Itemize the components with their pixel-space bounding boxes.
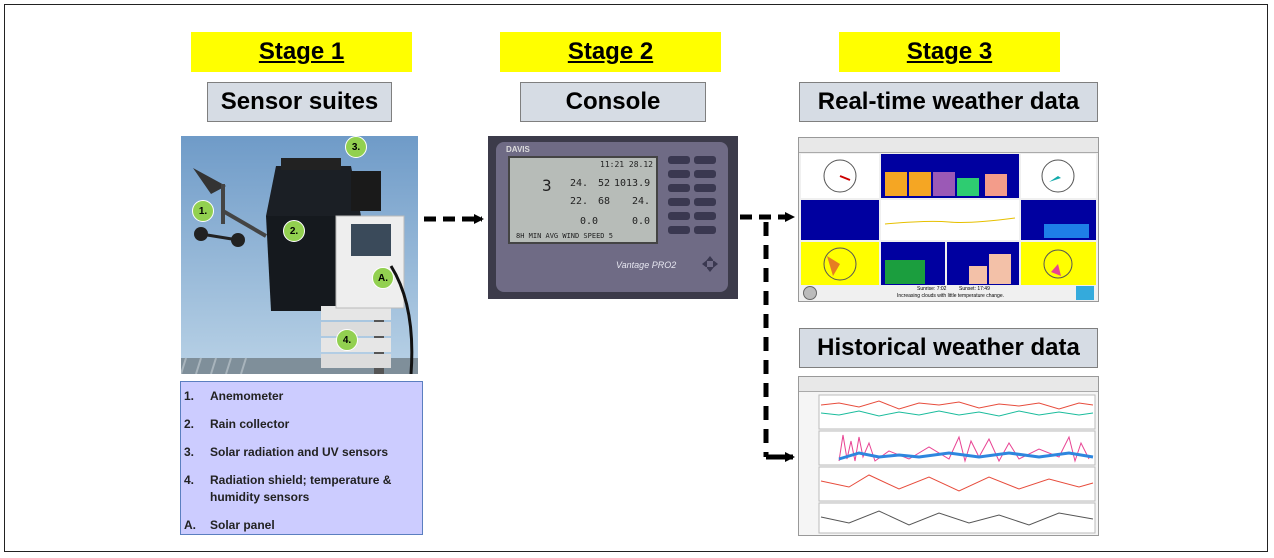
lcd-forecast-number: 3 bbox=[542, 176, 552, 195]
historical-label: Historical weather data bbox=[799, 328, 1098, 368]
console-button bbox=[694, 212, 716, 220]
historical-plots bbox=[818, 394, 1096, 534]
console-model: Vantage PRO2 bbox=[616, 260, 677, 270]
sensor-suite-photo: 1. 2. 3. 4. A. bbox=[181, 136, 418, 374]
realtime-label: Real-time weather data bbox=[799, 82, 1098, 122]
console-lcd: 11:21 28.12 3 24. 52 1013.9 22. 68 24. 0… bbox=[508, 156, 658, 244]
lcd-pressure: 1013.9 bbox=[614, 178, 651, 189]
sensor-suites-label: Sensor suites bbox=[207, 82, 392, 122]
weather-icon bbox=[1076, 286, 1094, 300]
lcd-rain-2: 0.0 bbox=[632, 216, 651, 227]
lcd-temp-out: 24. bbox=[570, 178, 589, 189]
console-button bbox=[694, 184, 716, 192]
historical-toolbar bbox=[799, 377, 1098, 392]
legend-num: A. bbox=[184, 518, 196, 532]
lcd-time: 11:21 28.12 bbox=[600, 160, 653, 169]
console-button bbox=[668, 198, 690, 206]
moon-icon bbox=[803, 286, 817, 300]
forecast-text: Increasing clouds with little temperatur… bbox=[897, 293, 1005, 299]
console-button bbox=[694, 156, 716, 164]
lcd-humidity: 52 bbox=[598, 178, 611, 189]
legend-num: 3. bbox=[184, 445, 195, 459]
legend-text: Solar radiation and UV sensors bbox=[210, 445, 389, 459]
legend-item: 4. Radiation shield; temperature & humidi… bbox=[181, 472, 422, 506]
realtime-toolbar bbox=[799, 138, 1098, 153]
legend-item: 3. Solar radiation and UV sensors bbox=[181, 444, 422, 461]
console-button bbox=[694, 226, 716, 234]
historical-screenshot bbox=[798, 376, 1099, 536]
lcd-humidity-in: 68 bbox=[598, 196, 611, 207]
lcd-ticker: 8H MIN AVG WIND SPEED 5 bbox=[516, 232, 613, 240]
lcd-value-3: 24. bbox=[632, 196, 651, 207]
legend-text: Rain collector bbox=[210, 417, 290, 431]
marker-1: 1. bbox=[192, 200, 214, 222]
legend-item: 2. Rain collector bbox=[181, 416, 422, 433]
console-photo: DAVIS 11:21 28.12 3 24. 52 1013.9 22. 68… bbox=[488, 136, 738, 299]
stage-1-tag: Stage 1 bbox=[191, 32, 412, 72]
legend-text: Solar panel bbox=[210, 518, 275, 532]
figure-frame bbox=[4, 4, 1268, 552]
sunrise-text: Sunrise: 7:02 bbox=[917, 286, 947, 292]
stage-3-tag: Stage 3 bbox=[839, 32, 1060, 72]
console-button bbox=[694, 170, 716, 178]
console-button bbox=[668, 212, 690, 220]
realtime-screenshot: Sunrise: 7:02 Sunset: 17:49 Increasing c… bbox=[798, 137, 1099, 302]
legend-num: 4. bbox=[184, 473, 195, 487]
console-button bbox=[694, 198, 716, 206]
legend-item: 1. Anemometer bbox=[181, 388, 422, 405]
console-label: Console bbox=[520, 82, 706, 122]
marker-a: A. bbox=[372, 267, 394, 289]
legend-item: A. Solar panel bbox=[181, 517, 422, 534]
console-brand: DAVIS bbox=[506, 145, 530, 154]
legend-num: 2. bbox=[184, 417, 195, 431]
lcd-rain-1: 0.0 bbox=[580, 216, 599, 227]
legend-num: 1. bbox=[184, 389, 195, 403]
sensor-legend: 1. Anemometer 2. Rain collector 3. Solar ra… bbox=[180, 381, 423, 535]
console-button bbox=[668, 226, 690, 234]
marker-2: 2. bbox=[283, 220, 305, 242]
sunset-text: Sunset: 17:49 bbox=[959, 286, 990, 292]
legend-text: Radiation shield; temperature & humidity… bbox=[210, 473, 392, 504]
realtime-panels bbox=[801, 154, 1096, 285]
stage-2-tag: Stage 2 bbox=[500, 32, 721, 72]
console-button bbox=[668, 184, 690, 192]
legend-text: Anemometer bbox=[210, 389, 284, 403]
marker-3: 3. bbox=[345, 136, 367, 158]
console-button bbox=[668, 156, 690, 164]
console-button bbox=[668, 170, 690, 178]
lcd-temp-in: 22. bbox=[570, 196, 589, 207]
console-buttons bbox=[668, 156, 718, 246]
marker-4: 4. bbox=[336, 329, 358, 351]
console-dpad-icon bbox=[700, 254, 720, 274]
